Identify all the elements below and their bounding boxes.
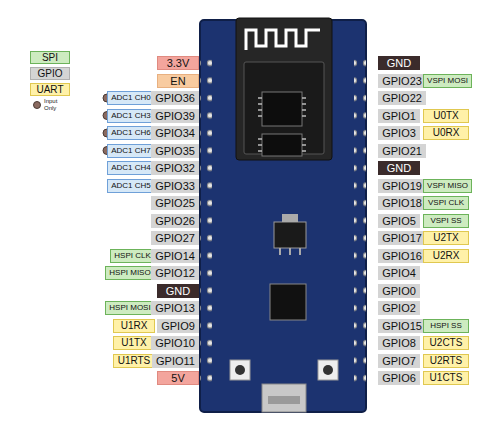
usb-slot: [268, 396, 300, 404]
pin-function-tag: VSPI MISO: [423, 179, 472, 193]
pin-label: GPIO34: [151, 126, 199, 140]
pin-label: GPIO10: [151, 336, 199, 350]
pin-label: GPIO32: [151, 161, 199, 175]
pin-label: GPIO14: [151, 249, 199, 263]
regulator-tab: [282, 214, 298, 222]
pin-label: GPIO12: [151, 266, 199, 280]
pin-function-tag: U1TX: [113, 336, 155, 350]
usb-connector: [262, 384, 306, 412]
pin-function-tag: ADC1 CH3: [107, 109, 155, 123]
pin-label: GPIO23: [378, 74, 426, 88]
pin-label: GPIO33: [151, 179, 199, 193]
pin-function-tag: U0RX: [423, 126, 469, 140]
pin-label: GND: [378, 56, 420, 70]
pin-function-tag: ADC1 CH6: [107, 126, 155, 140]
pin-label: GPIO17: [378, 231, 426, 245]
pin-function-tag: ADC1 CH0: [107, 91, 155, 105]
regulator: [274, 222, 306, 248]
pin-function-tag: U2RTS: [423, 354, 469, 368]
button: [230, 360, 250, 380]
pin-function-tag: ADC1 CH4: [107, 161, 155, 175]
legend-text: UART: [36, 84, 63, 95]
pin-function-tag: U1RX: [113, 319, 155, 333]
legend-swatch: GPIO: [30, 67, 70, 80]
pin-function-tag: U1CTS: [423, 371, 469, 385]
usb-chip: [270, 284, 306, 320]
pin-function-tag: U2TX: [423, 231, 469, 245]
pin-function-tag: HSPI MOSI: [105, 301, 155, 315]
pin-label: GPIO0: [378, 284, 420, 298]
pin-label: GPIO11: [152, 354, 199, 368]
wifi-module: [236, 18, 332, 160]
pin-label: GPIO3: [378, 126, 420, 140]
legend-swatch: UART: [30, 83, 70, 96]
legend-swatch: SPI: [30, 51, 70, 64]
pin-label: GPIO4: [378, 266, 420, 280]
button-cap: [235, 365, 245, 375]
pin-label: 3.3V: [157, 56, 199, 70]
pin-label: GPIO1: [378, 109, 420, 123]
pin-label: GND: [157, 284, 199, 298]
pin-function-tag: VSPI SS: [423, 214, 469, 228]
pin-label: GPIO36: [151, 91, 199, 105]
pin-function-tag: VSPI MOSI: [423, 74, 472, 88]
pin-label: GPIO6: [378, 371, 420, 385]
pin-label: GPIO7: [378, 354, 420, 368]
chip-legs: [258, 98, 306, 151]
flash-chip: [262, 134, 302, 156]
pin-function-tag: U2CTS: [423, 336, 469, 350]
pin-function-tag: ADC1 CH7: [107, 144, 155, 158]
pin-function-tag: ADC1 CH5: [107, 179, 155, 193]
pin-label: 5V: [157, 371, 199, 385]
antenna: [246, 30, 320, 50]
pin-label: GPIO25: [151, 196, 199, 210]
pin-label: GPIO15: [378, 319, 426, 333]
pin-label: GPIO18: [378, 196, 426, 210]
pin-label: GPIO16: [378, 249, 426, 263]
pin-label: GPIO26: [151, 214, 199, 228]
pin-function-tag: HSPI SS: [423, 319, 469, 333]
pin-function-tag: U2RX: [423, 249, 469, 263]
pcb: [200, 20, 366, 412]
pin-label: GPIO27: [151, 231, 199, 245]
button: [318, 360, 338, 380]
pin-label: EN: [157, 74, 199, 88]
legend-dot: [33, 101, 41, 109]
pin-label: GPIO21: [378, 144, 426, 158]
chip: [262, 92, 302, 126]
pin-function-tag: HSPI MISO: [105, 266, 155, 280]
legend-text: GPIO: [37, 68, 62, 79]
pin-label: GPIO5: [378, 214, 420, 228]
pin-label: GPIO19: [378, 179, 426, 193]
pin-label: GPIO22: [378, 91, 426, 105]
pin-function-tag: HSPI CLK: [110, 249, 155, 263]
pin-label: GPIO13: [151, 301, 199, 315]
button-cap: [323, 365, 333, 375]
pin-label: GPIO35: [151, 144, 199, 158]
pin-function-tag: U0TX: [423, 109, 469, 123]
pin-label: GPIO2: [378, 301, 420, 315]
legend-text: Input Only: [44, 98, 68, 112]
regulator-legs: [280, 248, 300, 255]
pin-function-tag: VSPI CLK: [423, 196, 469, 210]
pin-label: GPIO9: [157, 319, 199, 333]
pin-label: GPIO8: [378, 336, 420, 350]
pin-holes: [200, 56, 212, 389]
legend-text: SPI: [42, 52, 58, 63]
pin-label: GPIO39: [151, 109, 199, 123]
pin-holes: [354, 56, 366, 389]
pin-function-tag: U1RTS: [113, 354, 155, 368]
pin-label: GND: [378, 161, 420, 175]
